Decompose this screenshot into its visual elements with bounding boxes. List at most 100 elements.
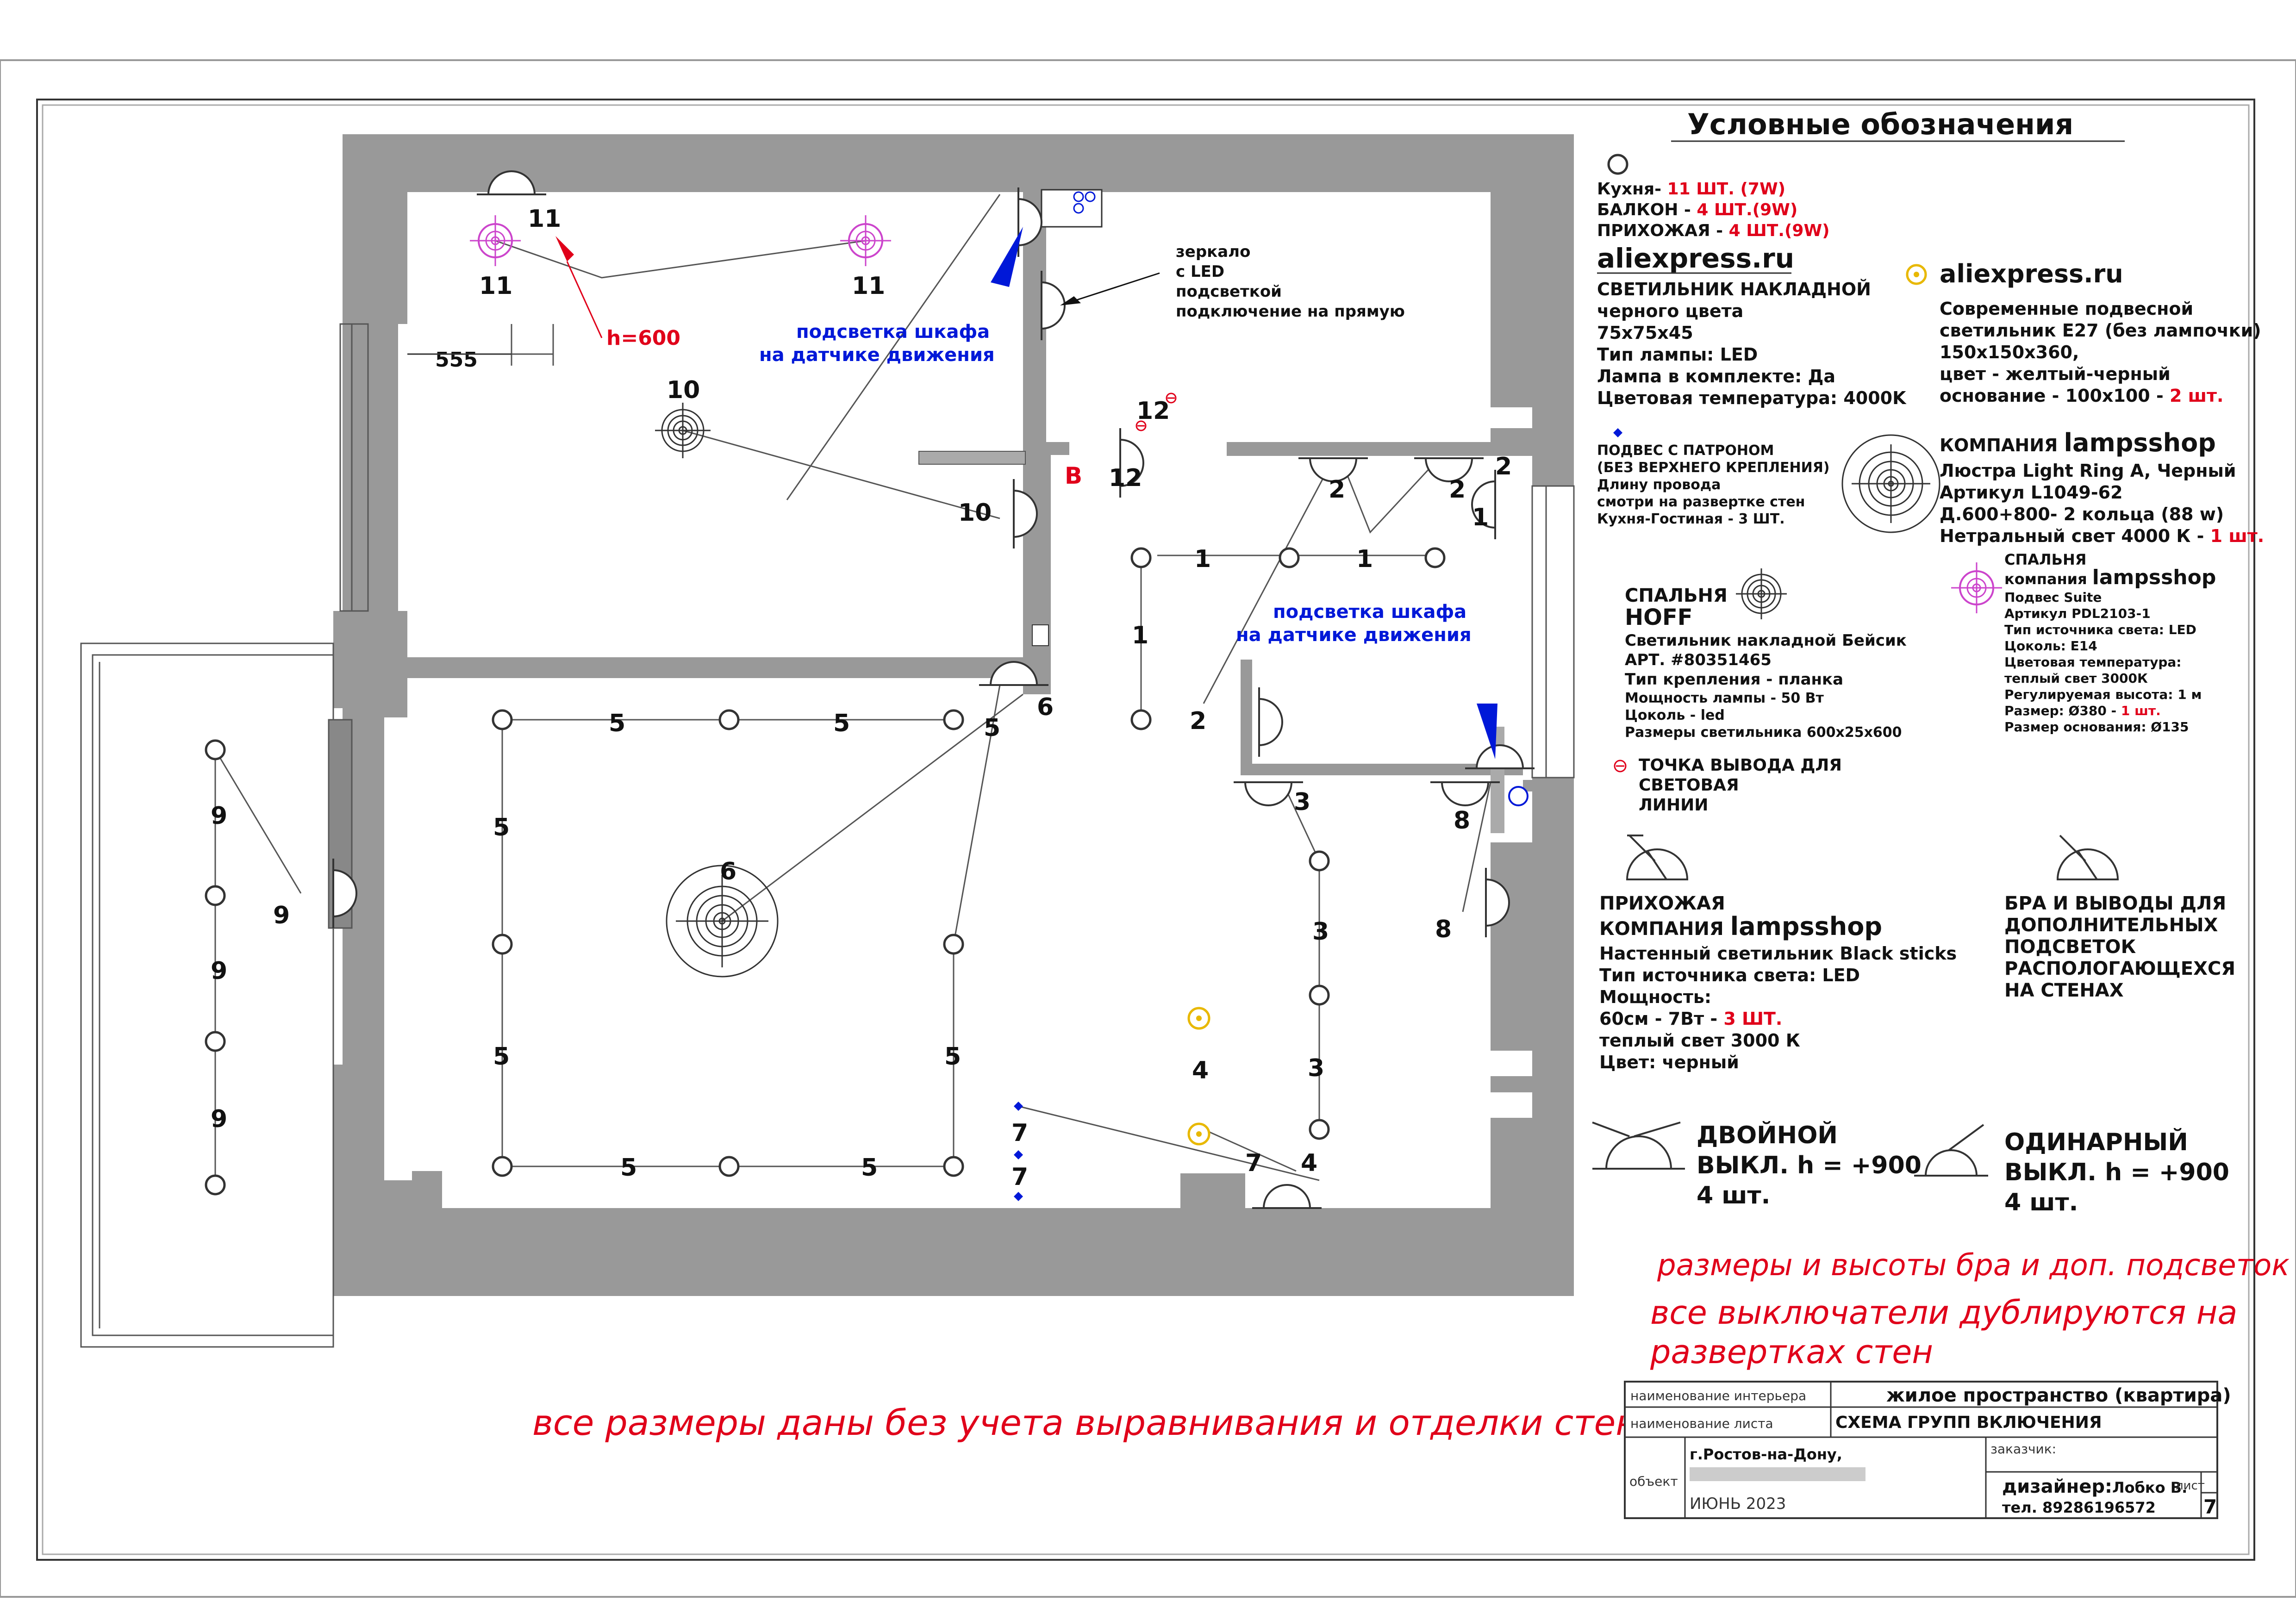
svg-text:Нетральный свет 4000 К - 1 шт.: Нетральный свет 4000 К - 1 шт. (1940, 526, 2264, 546)
legend-text: Тип лампы: LED (1597, 344, 1758, 365)
legend-text: Регулируемая высота: 1 м (2004, 687, 2202, 702)
legend-count: 3 ШТ. (1723, 1009, 1782, 1029)
legend-text: АРТ. #80351465 (1625, 651, 1772, 669)
mirror-arrow-icon (1060, 296, 1081, 305)
group-number: 10 (667, 376, 700, 404)
title-sheet-value: СХЕМА ГРУПП ВКЛЮЧЕНИЯ (1835, 1413, 2102, 1432)
blurred-address (1690, 1467, 1866, 1481)
legend-text: Мощность лампы - 50 Вт (1625, 690, 1824, 706)
dimension-label: 555 (435, 348, 478, 372)
legend-hall-count: 4 ШТ.(9W) (1729, 221, 1830, 240)
b-label: В (1065, 462, 1082, 489)
wardrobe-light-label: подсветка шкафа (1273, 601, 1466, 623)
legend-balcony-prefix: БАЛКОН - (1597, 200, 1697, 219)
legend-text: Подвес Suite (2004, 590, 2102, 605)
bra-legend-icon (2056, 835, 2119, 880)
legend-text: ВЫКЛ. h = +900 (1697, 1152, 1922, 1179)
title-designer-label: дизайнер: (2002, 1476, 2112, 1497)
group-number: 10 (958, 499, 992, 527)
legend-text: Размер: Ø380 - (2004, 703, 2121, 718)
group-number: 9 (211, 802, 227, 830)
legend-text: Размеры светильника 600x25x600 (1625, 724, 1902, 741)
legend-text: Тип крепления - планка (1625, 670, 1843, 689)
legend-text: Светильник накладной Бейсик (1625, 631, 1907, 650)
group-number: 3 (1294, 788, 1310, 816)
svg-text:Кухня- 11 ШТ. (7W): Кухня- 11 ШТ. (7W) (1597, 180, 1785, 199)
legend-brand: HOFF (1625, 604, 1693, 630)
title-interior-label: наименование интерьера (1630, 1388, 1806, 1403)
legend-count: 1 шт. (2121, 703, 2161, 718)
group-number: 11 (479, 272, 512, 300)
pink-pendant-icon (470, 215, 521, 266)
legend-text: Цвет: черный (1599, 1052, 1739, 1072)
title-date: ИЮНЬ 2023 (1690, 1495, 1786, 1513)
group-number: 1 (1194, 545, 1211, 573)
group-number: 7 (1245, 1149, 1262, 1177)
room-bathroom (1046, 192, 1491, 442)
group-number: 5 (609, 710, 625, 737)
legend-text: КОМПАНИЯ (1599, 918, 1730, 940)
note-switches: все выключатели дублируются на (1650, 1294, 2237, 1332)
group-number: 7 (1011, 1119, 1028, 1147)
group-number: 5 (833, 710, 850, 737)
hoff-legend-icon (1736, 568, 1787, 619)
mirror-label-3: подсветкой (1176, 282, 1282, 301)
svg-text:БАЛКОН - 4 ШТ.(9W): БАЛКОН - 4 ШТ.(9W) (1597, 200, 1797, 219)
legend-text: НА СТЕНАХ (2004, 980, 2124, 1001)
height-arrow-icon (555, 236, 574, 262)
legend-text: ОДИНАРНЫЙ (2004, 1128, 2188, 1156)
group-number: 2 (1190, 707, 1206, 735)
group-number: 2 (1495, 453, 1512, 480)
group-number: 1 (1356, 545, 1373, 573)
group-number: 7 (1011, 1163, 1028, 1191)
legend-text: СВЕТИЛЬНИК НАКЛАДНОЙ (1597, 279, 1871, 299)
svg-text:ПРИХОЖАЯ - 4 ШТ.(9W): ПРИХОЖАЯ - 4 ШТ.(9W) (1597, 221, 1830, 240)
group-number: 4 (1192, 1057, 1209, 1084)
circle-icon (1073, 191, 1529, 806)
legend-text: смотри на развертке стен (1597, 494, 1805, 510)
legend-text: черного цвета (1597, 301, 1743, 321)
fixtures (206, 170, 1535, 1209)
legend-kitchen-prefix: Кухня- (1597, 180, 1667, 199)
notes: размеры и высоты бра и доп. подсветок вс… (532, 1248, 2290, 1443)
svg-text:дизайнер:Лобко В.: дизайнер:Лобко В. (2002, 1476, 2187, 1497)
spot-legend-icon (1607, 154, 1628, 175)
svg-text:компания lampsshop: компания lampsshop (2004, 566, 2216, 589)
svg-text:Размер: Ø380 - 1 шт.: Размер: Ø380 - 1 шт. (2004, 703, 2161, 718)
group-number: 3 (1308, 1054, 1324, 1082)
legend-text: Размер основания: Ø135 (2004, 719, 2189, 735)
legend-text: Цоколь - led (1625, 707, 1725, 723)
title-object-label: объект (1629, 1474, 1678, 1489)
legend-text: Д.600+800- 2 кольца (88 w) (1940, 504, 2224, 524)
note-heights: размеры и высоты бра и доп. подсветок (1657, 1248, 2290, 1283)
legend-text: Длину провода (1597, 477, 1721, 493)
group-number: 6 (720, 858, 736, 885)
legend-text: Цоколь: E14 (2004, 638, 2097, 654)
legend-text: 60см - 7Вт - (1599, 1009, 1723, 1029)
legend-room: ПРИХОЖАЯ (1599, 893, 1725, 914)
walls (333, 134, 1574, 1296)
pink-legend-icon (1951, 562, 2002, 613)
legend-text: Цветовая температура: (2004, 654, 2181, 670)
sheet-inner-frame-2 (42, 104, 2250, 1555)
legend-text: Кухня-Гостиная - 3 ШТ. (1597, 511, 1785, 527)
legend-text: Мощность: (1599, 987, 1711, 1007)
legend-text: компания (2004, 570, 2092, 588)
group-number: 5 (861, 1154, 878, 1182)
chandelier-legend-icon (1841, 434, 1940, 533)
legend-text: теплый свет 3000К (2004, 671, 2148, 686)
legend-text: ТОЧКА ВЫВОДА ДЛЯ (1639, 756, 1842, 775)
legend-text: Артикул L1049-62 (1940, 482, 2123, 503)
legend-text: цвет - желтый-черный (1940, 364, 2171, 384)
mirror-label-4: подключение на прямую (1176, 302, 1405, 321)
group-number: 5 (620, 1154, 637, 1182)
motion-arrow-icon (991, 227, 1023, 287)
legend-text: ДОПОЛНИТЕЛЬНЫХ (2004, 915, 2218, 936)
output-point-icon (1136, 393, 1177, 431)
title-sheet-label: наименование листа (1630, 1416, 1773, 1431)
group-number: 11 (528, 205, 561, 233)
legend-brand: aliexpress.ru (1940, 259, 2123, 288)
pendant-legend-icon (1613, 428, 1622, 437)
pendant-socket-icon (1014, 1102, 1023, 1201)
